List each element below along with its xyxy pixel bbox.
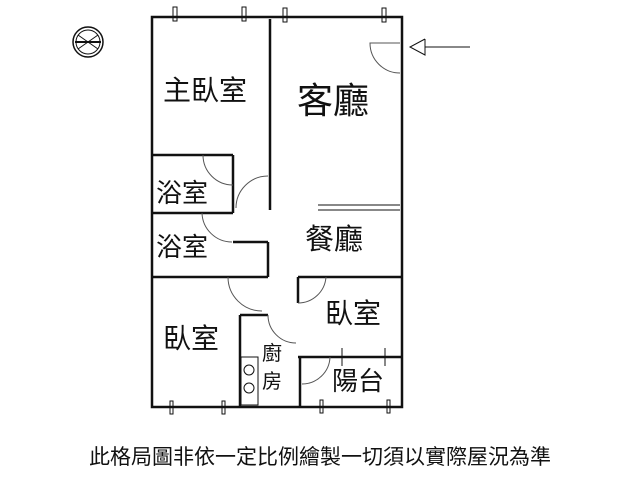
disclaimer-caption: 此格局圖非依一定比例繪製一切須以實際屋況為準 [89, 445, 551, 469]
windows [169, 6, 391, 415]
room-balcony: 陽台 [332, 367, 385, 397]
room-dining-room: 餐廳 [305, 222, 364, 256]
room-kitchen-1: 廚 [262, 341, 282, 365]
room-living-room: 客廳 [297, 81, 370, 122]
compass-icon [72, 26, 104, 58]
room-master-bedroom: 主臥室 [163, 74, 248, 107]
room-bathroom-2: 浴室 [156, 233, 209, 263]
doors [201, 42, 401, 385]
entrance-arrow-icon [408, 38, 470, 56]
room-bedroom-left: 臥室 [163, 322, 220, 355]
room-bedroom-right: 臥室 [325, 297, 382, 330]
room-bathroom-1: 浴室 [156, 179, 209, 209]
stove-icon [240, 356, 259, 406]
room-kitchen-2: 房 [262, 369, 282, 393]
walls [150, 15, 404, 409]
